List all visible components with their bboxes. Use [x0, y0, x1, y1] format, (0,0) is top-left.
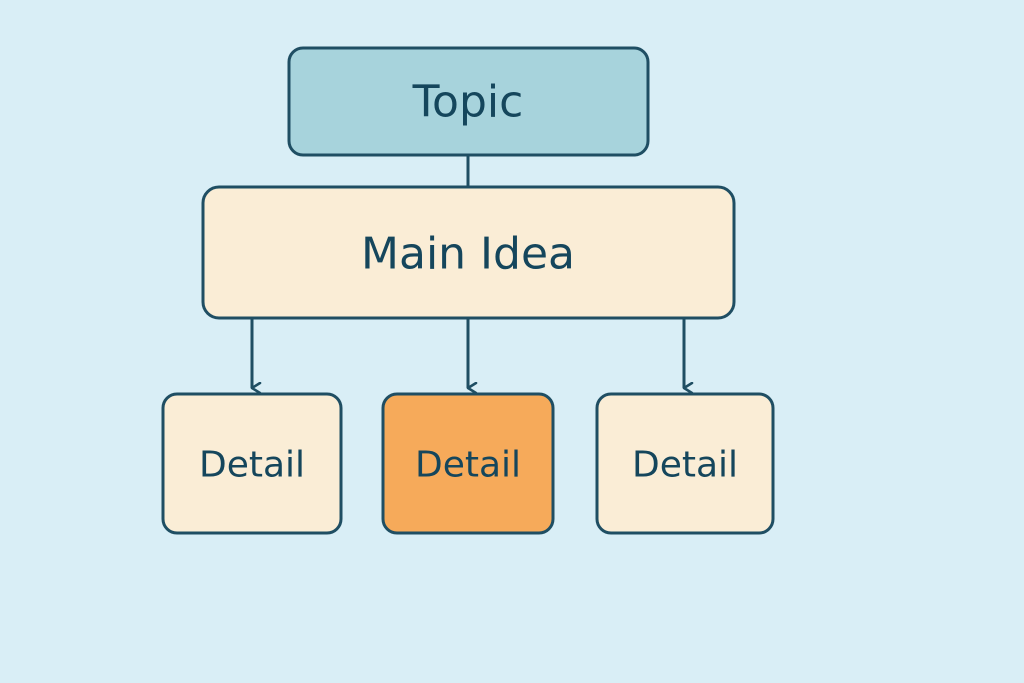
- detail-label-2: Detail: [415, 445, 521, 486]
- topic-label: Topic: [412, 77, 524, 128]
- topic-node: Topic: [287, 46, 650, 157]
- main-idea-label: Main Idea: [361, 229, 575, 280]
- detail-node-1: Detail: [161, 392, 343, 535]
- detail-box-3: [595, 392, 775, 535]
- detail-box-1: [161, 392, 343, 535]
- detail-box-2: [381, 392, 555, 535]
- detail-node-3: Detail: [595, 392, 775, 535]
- detail-label-1: Detail: [199, 445, 305, 486]
- main-idea-node: Main Idea: [201, 185, 736, 320]
- detail-node-2: Detail: [381, 392, 555, 535]
- detail-label-3: Detail: [632, 445, 738, 486]
- topic-box: [287, 46, 650, 157]
- main-idea-box: [201, 185, 736, 320]
